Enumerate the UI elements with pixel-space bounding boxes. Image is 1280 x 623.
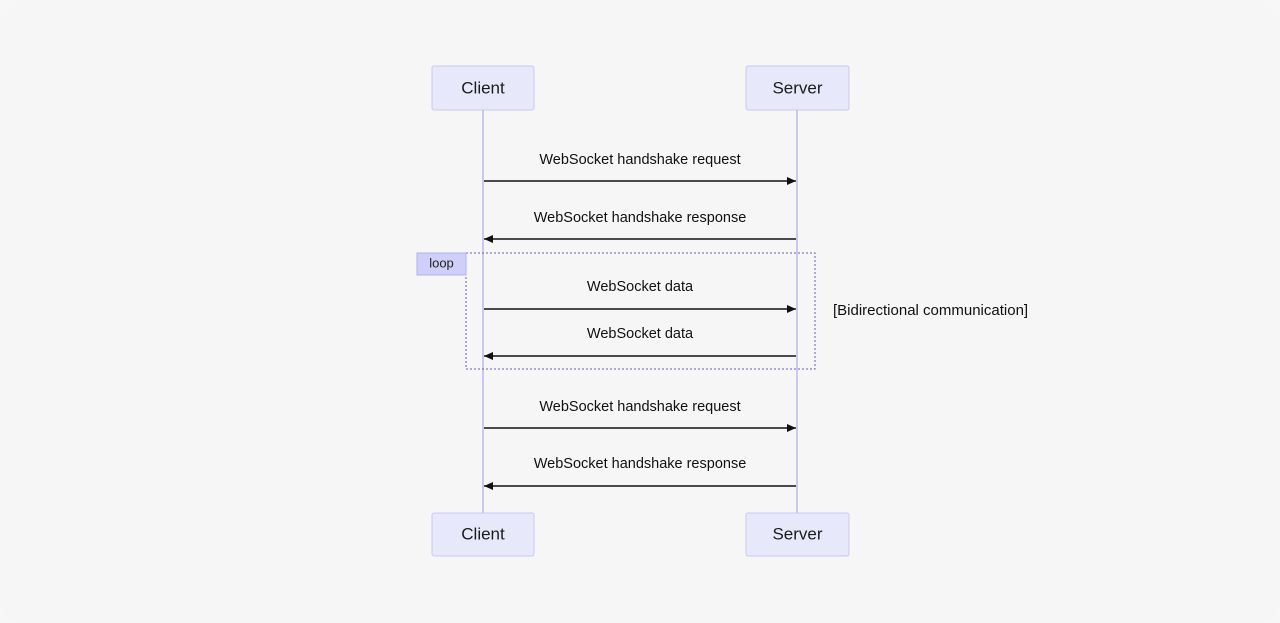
loop-condition: [Bidirectional communication] [833, 302, 1028, 319]
message-label: WebSocket data [587, 326, 694, 342]
client-actor-top: Client [431, 65, 535, 111]
server-label-bottom: Server [772, 524, 822, 543]
client-actor-bottom: Client [431, 512, 535, 557]
message-3: WebSocket data [484, 279, 796, 313]
server-actor-bottom: Server [745, 512, 850, 557]
client-label-top: Client [461, 78, 505, 97]
loop-tag: loop [416, 252, 467, 276]
message-6: WebSocket handshake response [484, 456, 796, 490]
message-label: WebSocket handshake response [534, 210, 747, 226]
message-5: WebSocket handshake request [484, 399, 796, 432]
loop-frame [465, 252, 816, 370]
message-label: WebSocket handshake request [539, 152, 740, 168]
server-label-top: Server [772, 78, 822, 97]
message-4: WebSocket data [484, 326, 796, 360]
message-2: WebSocket handshake response [484, 210, 796, 243]
server-actor-top: Server [745, 65, 850, 111]
message-label: WebSocket handshake response [534, 456, 747, 472]
message-label: WebSocket handshake request [539, 399, 740, 415]
loop-tag-label: loop [429, 255, 454, 270]
message-1: WebSocket handshake request [484, 152, 796, 185]
message-label: WebSocket data [587, 279, 694, 295]
client-label-bottom: Client [461, 524, 505, 543]
